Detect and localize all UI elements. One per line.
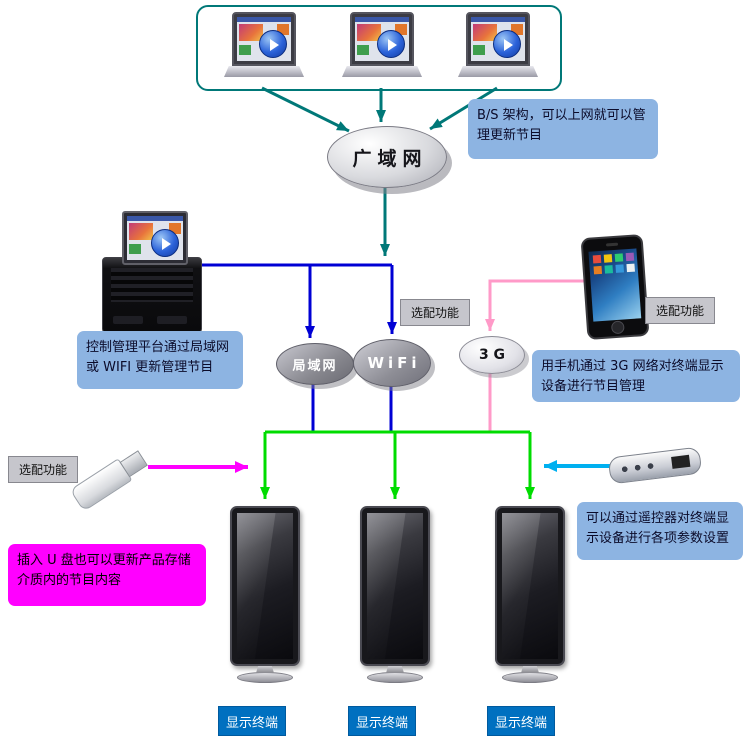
media-player-app <box>471 17 525 61</box>
phone-screen <box>588 248 642 322</box>
control-server <box>102 257 202 333</box>
display-screen <box>237 513 293 659</box>
lan-node: 局域网 <box>276 343 354 385</box>
optional-feature-label-phone: 选配功能 <box>645 297 715 324</box>
laptop-keyboard <box>224 66 304 77</box>
display-stand-base <box>237 672 293 683</box>
media-player-app <box>355 17 409 61</box>
laptop-keyboard <box>342 66 422 77</box>
callout-usb-update: 插入 U 盘也可以更新产品存储介质内的节目内容 <box>8 544 206 606</box>
display-screen <box>502 513 558 659</box>
display-stand-base <box>367 672 423 683</box>
optional-feature-label-usb: 选配功能 <box>8 456 78 483</box>
wifi-node: WiFi <box>353 339 431 387</box>
terminal-label-3: 显示终端 <box>487 706 555 736</box>
display-terminal-2 <box>360 506 430 683</box>
laptop-screen <box>232 12 296 66</box>
display-stand-base <box>502 672 558 683</box>
management-pcs-group-border <box>196 5 562 91</box>
display-stand-neck <box>521 666 539 673</box>
laptop-2 <box>342 12 422 77</box>
terminal-wires <box>260 430 535 499</box>
laptop-1 <box>224 12 304 77</box>
laptop-keyboard <box>458 66 538 77</box>
display-stand-neck <box>386 666 404 673</box>
phone-speaker <box>605 242 619 247</box>
display-screen <box>367 513 423 659</box>
smartphone <box>580 233 650 341</box>
display-stand-neck <box>256 666 274 673</box>
callout-remote-settings: 可以通过遥控器对终端显示设备进行各项参数设置 <box>577 502 743 560</box>
callout-phone-3g: 用手机通过 3G 网络对终端显示设备进行节目管理 <box>532 350 740 402</box>
display-frame <box>230 506 300 666</box>
optional-feature-label-wifi: 选配功能 <box>400 299 470 326</box>
wan-node: 广域网 <box>327 126 447 188</box>
display-terminal-3 <box>495 506 565 683</box>
terminal-label-1: 显示终端 <box>218 706 286 736</box>
display-frame <box>360 506 430 666</box>
media-player-app <box>127 216 183 260</box>
wan-uplink-arrows <box>261 86 498 256</box>
display-terminal-1 <box>230 506 300 683</box>
3g-wires <box>485 279 592 431</box>
phone-home-button <box>610 320 625 335</box>
laptop-screen <box>466 12 530 66</box>
laptop-screen <box>350 12 414 66</box>
server-monitor <box>122 211 188 265</box>
callout-bs-architecture: B/S 架构，可以上网就可以管理更新节目 <box>468 99 658 159</box>
callout-control-platform: 控制管理平台通过局域网或 WIFI 更新管理节目 <box>77 331 243 389</box>
display-frame <box>495 506 565 666</box>
terminal-label-2: 显示终端 <box>348 706 416 736</box>
media-player-app <box>237 17 291 61</box>
lan-wifi-wires <box>198 263 397 431</box>
laptop-3 <box>458 12 538 77</box>
3g-node: 3 G <box>459 336 525 374</box>
